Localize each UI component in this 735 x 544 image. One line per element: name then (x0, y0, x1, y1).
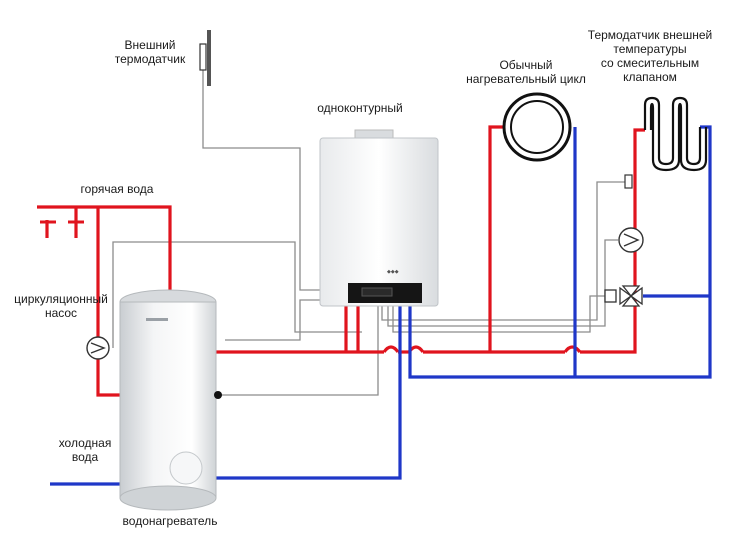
water-heater-tank (119, 289, 222, 511)
boiler-label: одноконтурный (317, 101, 403, 115)
mixing-valve-icon (604, 285, 643, 307)
boiler-unit: ◆◆◆ (319, 129, 439, 307)
floor-heating-coil-icon (643, 96, 708, 172)
hot-water-label: горячая вода (80, 182, 154, 196)
mixing-circuit-label: Термодатчик внешней температуры со смеси… (587, 28, 713, 84)
signal-wires (112, 57, 626, 396)
outdoor-sensor-label: Внешний термодатчик (114, 38, 186, 66)
heating-circuit-label: Обычный нагревательный цикл (466, 58, 586, 86)
svg-text:◆◆◆: ◆◆◆ (387, 269, 399, 275)
supply-sensor-icon (624, 174, 633, 189)
circulation-pump-icon (86, 336, 110, 360)
radiator-icon (502, 92, 572, 162)
hot-pipes (37, 125, 645, 397)
outdoor-sensor-icon (199, 30, 211, 86)
cold-water-label: холодная вода (58, 436, 112, 464)
water-heater-label: водонагреватель (122, 514, 218, 528)
circulation-pump-label: циркуляционный насос (14, 292, 108, 320)
mixing-pump-icon (618, 227, 644, 253)
